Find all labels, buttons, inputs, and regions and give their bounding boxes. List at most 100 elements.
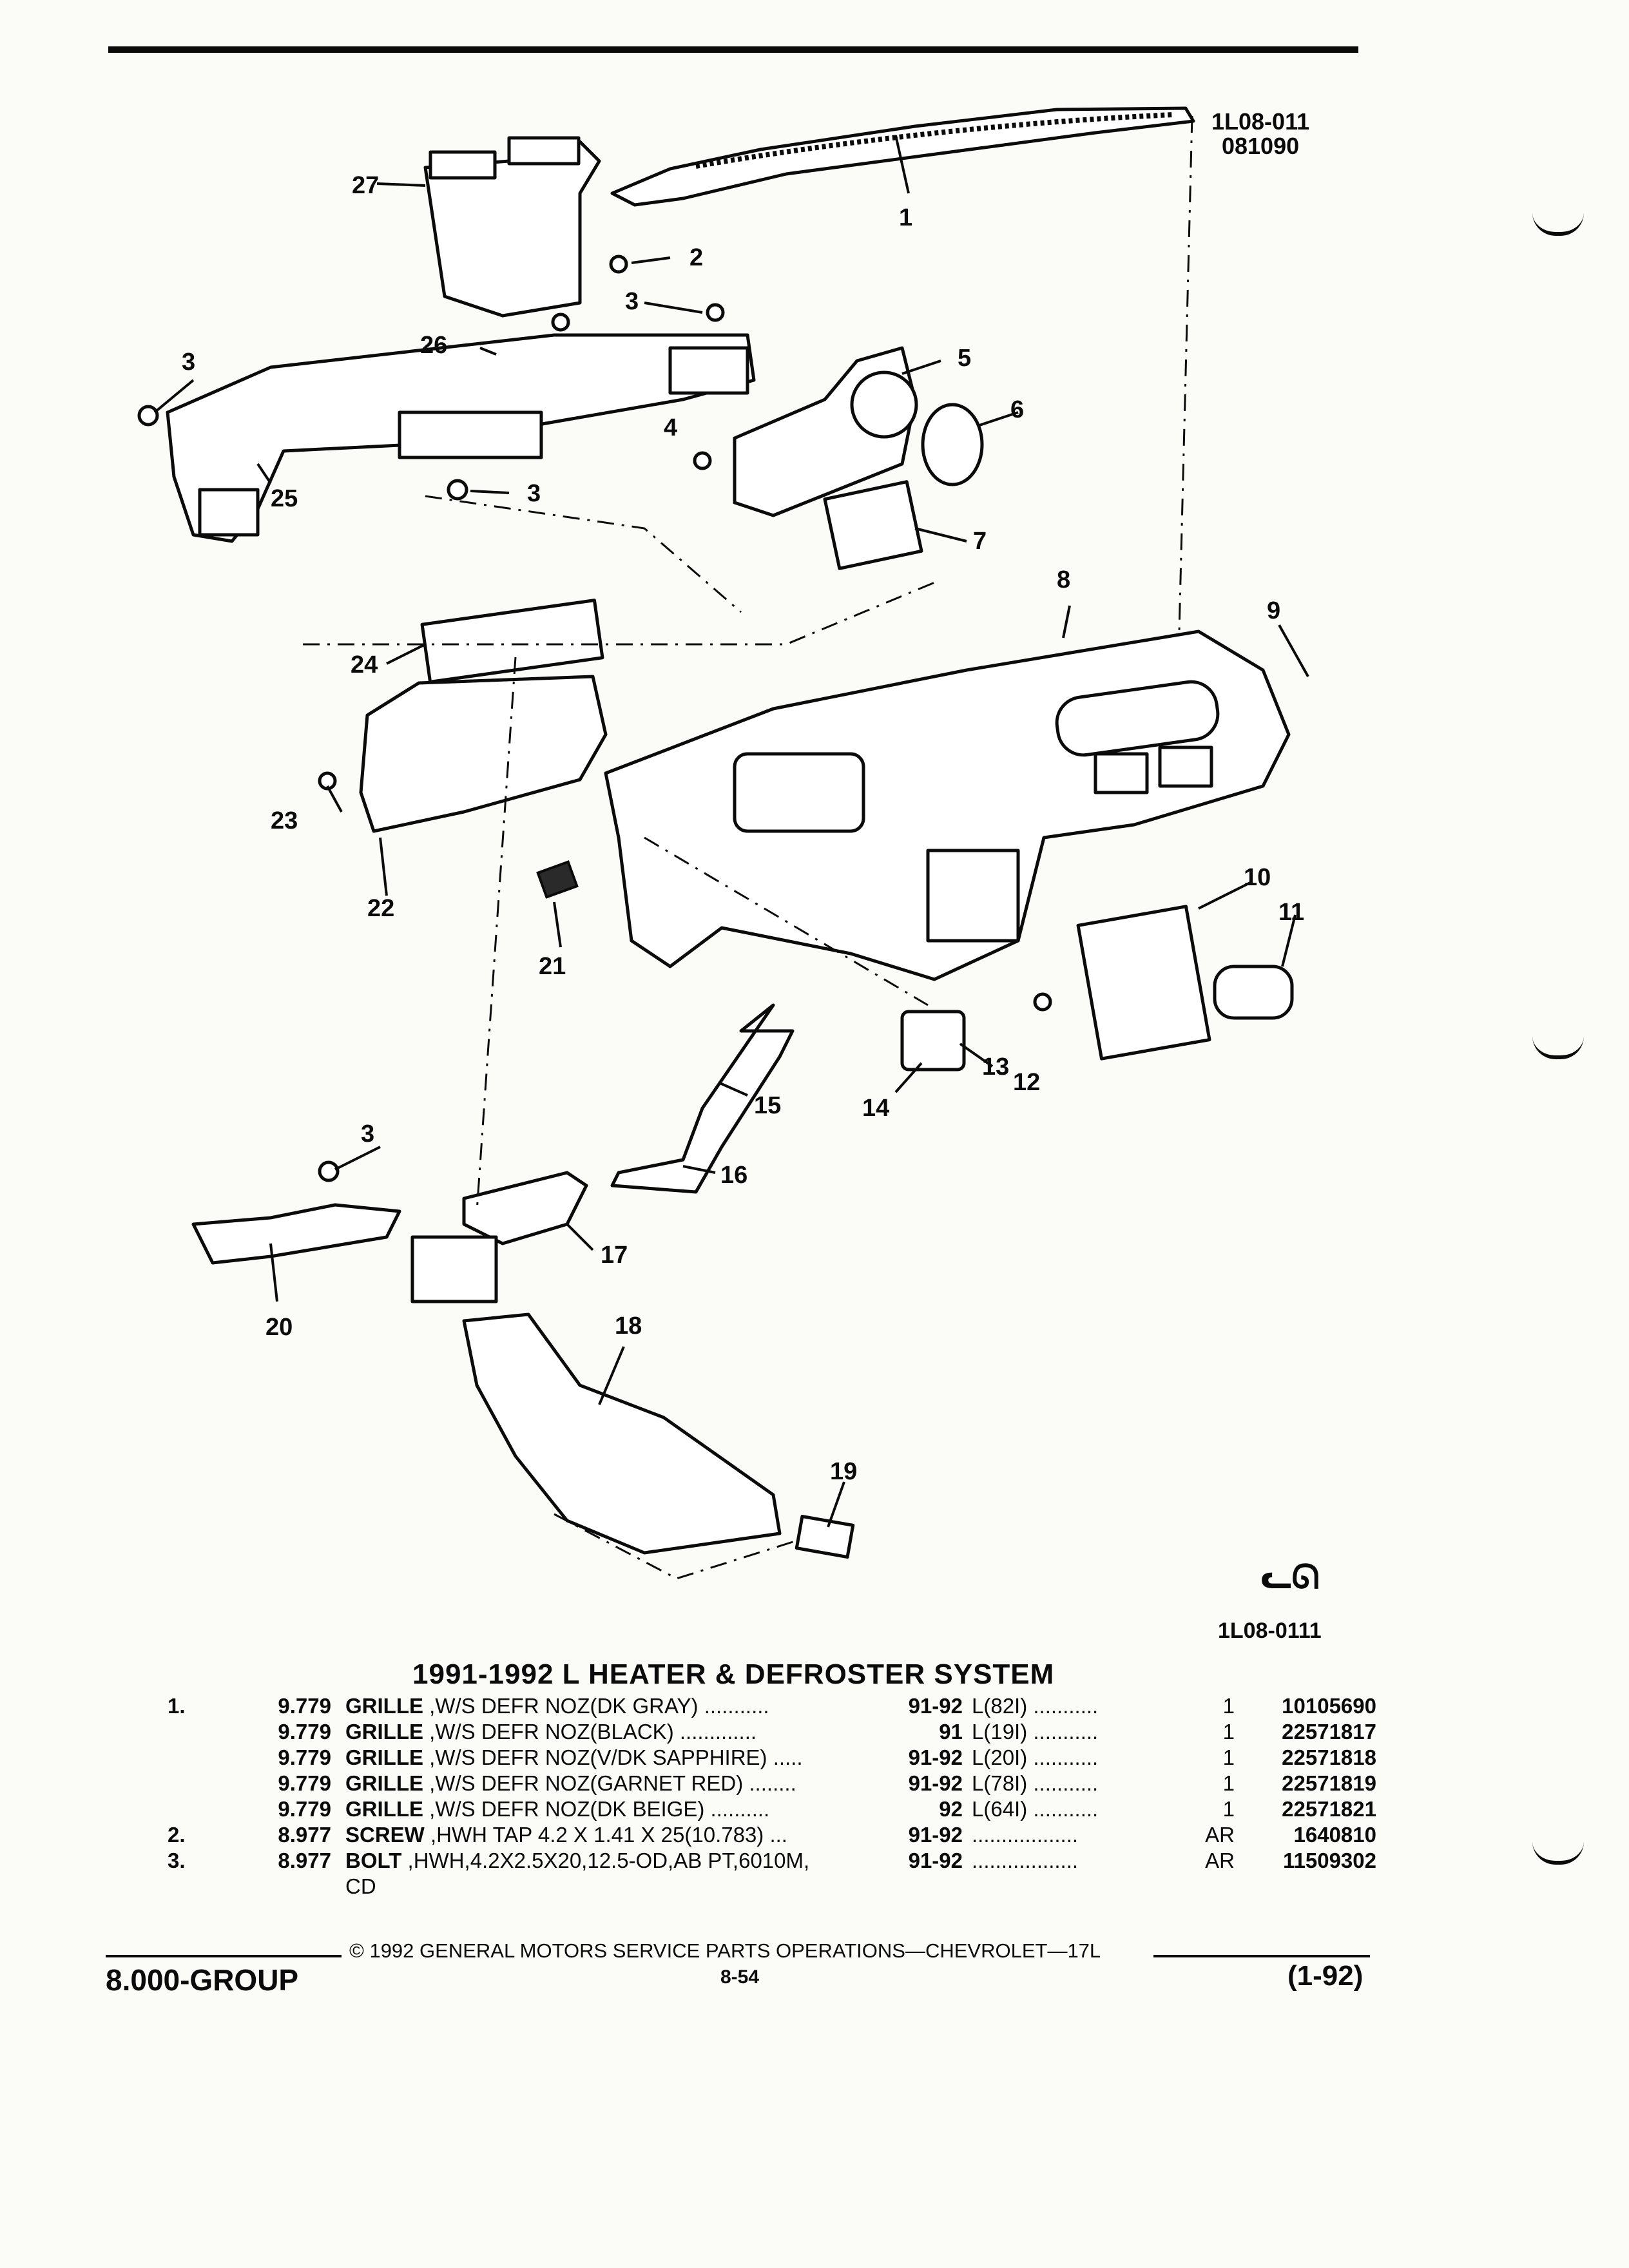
description-text: ,HWH,4.2X2.5X20,12.5-OD,AB PT,6010M, <box>401 1849 810 1872</box>
option-code <box>972 1874 1177 1899</box>
part-floor-duct <box>462 1312 782 1555</box>
option-code: L(64I) ........... <box>972 1797 1099 1821</box>
part-defroster-hose <box>610 1003 795 1194</box>
quantity: 1 <box>1222 1745 1235 1769</box>
part-number <box>1248 1874 1376 1899</box>
callout-3: 3 <box>182 349 195 376</box>
footer-copyright: © 1992 GENERAL MOTORS SERVICE PARTS OPER… <box>349 1939 1101 1962</box>
description-keyword: GRILLE <box>345 1797 423 1821</box>
part-bolt <box>447 479 468 501</box>
quantity: 1 <box>1222 1694 1235 1718</box>
callout-15: 15 <box>754 1092 781 1119</box>
callout-3: 3 <box>527 480 541 507</box>
page-edge-mark <box>1532 1841 1584 1865</box>
option-code: L(19I) ........... <box>972 1720 1099 1744</box>
callout-21: 21 <box>539 953 566 980</box>
description-keyword: BOLT <box>345 1849 402 1872</box>
description-keyword: GRILLE <box>345 1694 423 1718</box>
part-small-grille <box>536 860 579 899</box>
top-rule <box>108 46 1358 53</box>
diagram-code-line1: 1L08-011 <box>1211 108 1310 135</box>
quantity: AR <box>1205 1849 1235 1872</box>
quantity: 1 <box>1222 1771 1235 1795</box>
callout-23: 23 <box>271 807 298 834</box>
footer-page-number: 8-54 <box>720 1966 760 1988</box>
page-edge-mark <box>1532 213 1584 236</box>
description-text: ,W/S DEFR NOZ(GARNET RED) ........ <box>423 1771 796 1795</box>
part-bezel <box>1076 905 1211 1061</box>
parts-row: 9.779 GRILLE ,W/S DEFR NOZ(GARNET RED) ..… <box>168 1771 1376 1796</box>
callout-13: 13 <box>982 1053 1009 1081</box>
item-number: 1. <box>168 1694 186 1718</box>
option-code: L(82I) ........... <box>972 1694 1099 1718</box>
footer-group: 8.000-GROUP <box>106 1963 299 1997</box>
callout-3: 3 <box>625 288 639 315</box>
footer-rule-right <box>1153 1955 1370 1957</box>
callout-20: 20 <box>265 1314 293 1341</box>
model-years <box>887 1874 972 1899</box>
part-duct-connector <box>795 1514 855 1559</box>
description: GRILLE ,W/S DEFR NOZ(DK BEIGE) .........… <box>345 1796 887 1822</box>
description-text: ,W/S DEFR NOZ(DK BEIGE) .......... <box>423 1797 770 1821</box>
model-years: 91-92 <box>908 1823 963 1847</box>
part-bolt <box>706 303 725 322</box>
item-number <box>168 1771 227 1796</box>
quantity: 1 <box>1222 1720 1235 1744</box>
callout-12: 12 <box>1013 1069 1040 1096</box>
group-code: 8.977 <box>278 1823 331 1847</box>
cu-logo-mark: ᓚᘏ <box>1260 1558 1320 1597</box>
part-screw <box>1033 992 1052 1012</box>
option-code: .................. <box>972 1849 1079 1872</box>
description-keyword: GRILLE <box>345 1771 423 1795</box>
quantity: 1 <box>1222 1797 1235 1821</box>
callout-19: 19 <box>830 1458 857 1485</box>
description: GRILLE ,W/S DEFR NOZ(GARNET RED) .......… <box>345 1771 887 1796</box>
callout-3: 3 <box>361 1120 374 1148</box>
item-number: 3. <box>168 1849 186 1872</box>
callout-24: 24 <box>351 651 378 678</box>
callout-25: 25 <box>271 485 298 512</box>
description-keyword: SCREW <box>345 1823 425 1847</box>
part-actuator <box>410 1235 498 1303</box>
part-screw <box>693 451 712 470</box>
description-text: ,HWH TAP 4.2 X 1.41 X 25(10.783) ... <box>424 1823 787 1847</box>
description: SCREW ,HWH TAP 4.2 X 1.41 X 25(10.783) .… <box>345 1822 887 1848</box>
quantity: AR <box>1205 1823 1235 1847</box>
description-text: ,W/S DEFR NOZ(DK GRAY) ........... <box>423 1694 769 1718</box>
part-bolt <box>551 312 570 332</box>
group-code: 9.779 <box>278 1771 331 1795</box>
description-keyword: GRILLE <box>345 1745 423 1769</box>
group-code: 9.779 <box>278 1694 331 1718</box>
item-number <box>168 1745 227 1771</box>
parts-row: 1. 9.779 GRILLE ,W/S DEFR NOZ(DK GRAY) ...… <box>168 1693 1376 1719</box>
part-bolt <box>318 1160 340 1182</box>
parts-row: 9.779 GRILLE ,W/S DEFR NOZ(DK BEIGE) ....… <box>168 1796 1376 1822</box>
group-code <box>227 1874 345 1899</box>
part-number: 22571819 <box>1282 1771 1376 1795</box>
part-floor-distribution-valve <box>462 1171 588 1245</box>
callout-6: 6 <box>1010 396 1024 423</box>
diagram-code-line2: 081090 <box>1221 133 1300 159</box>
model-years: 91 <box>939 1720 963 1744</box>
part-number: 22571818 <box>1282 1745 1376 1769</box>
part-defroster-grille <box>610 106 1195 207</box>
part-number: 11509302 <box>1282 1849 1376 1872</box>
callout-5: 5 <box>958 345 971 372</box>
item-number: 2. <box>168 1823 186 1847</box>
description-text: CD <box>345 1874 376 1898</box>
diagram-code: 1L08-011 081090 <box>1211 110 1309 159</box>
parts-row: CD <box>168 1874 1376 1899</box>
group-code: 9.779 <box>278 1797 331 1821</box>
callout-27: 27 <box>352 172 379 199</box>
description: GRILLE ,W/S DEFR NOZ(V/DK SAPPHIRE) ....… <box>345 1745 887 1771</box>
callout-1: 1 <box>899 204 912 231</box>
callout-11: 11 <box>1278 899 1304 926</box>
option-code: L(78I) ........... <box>972 1771 1099 1795</box>
part-bolt <box>137 405 159 427</box>
part-right-vent <box>1213 965 1294 1020</box>
item-number <box>168 1874 227 1899</box>
